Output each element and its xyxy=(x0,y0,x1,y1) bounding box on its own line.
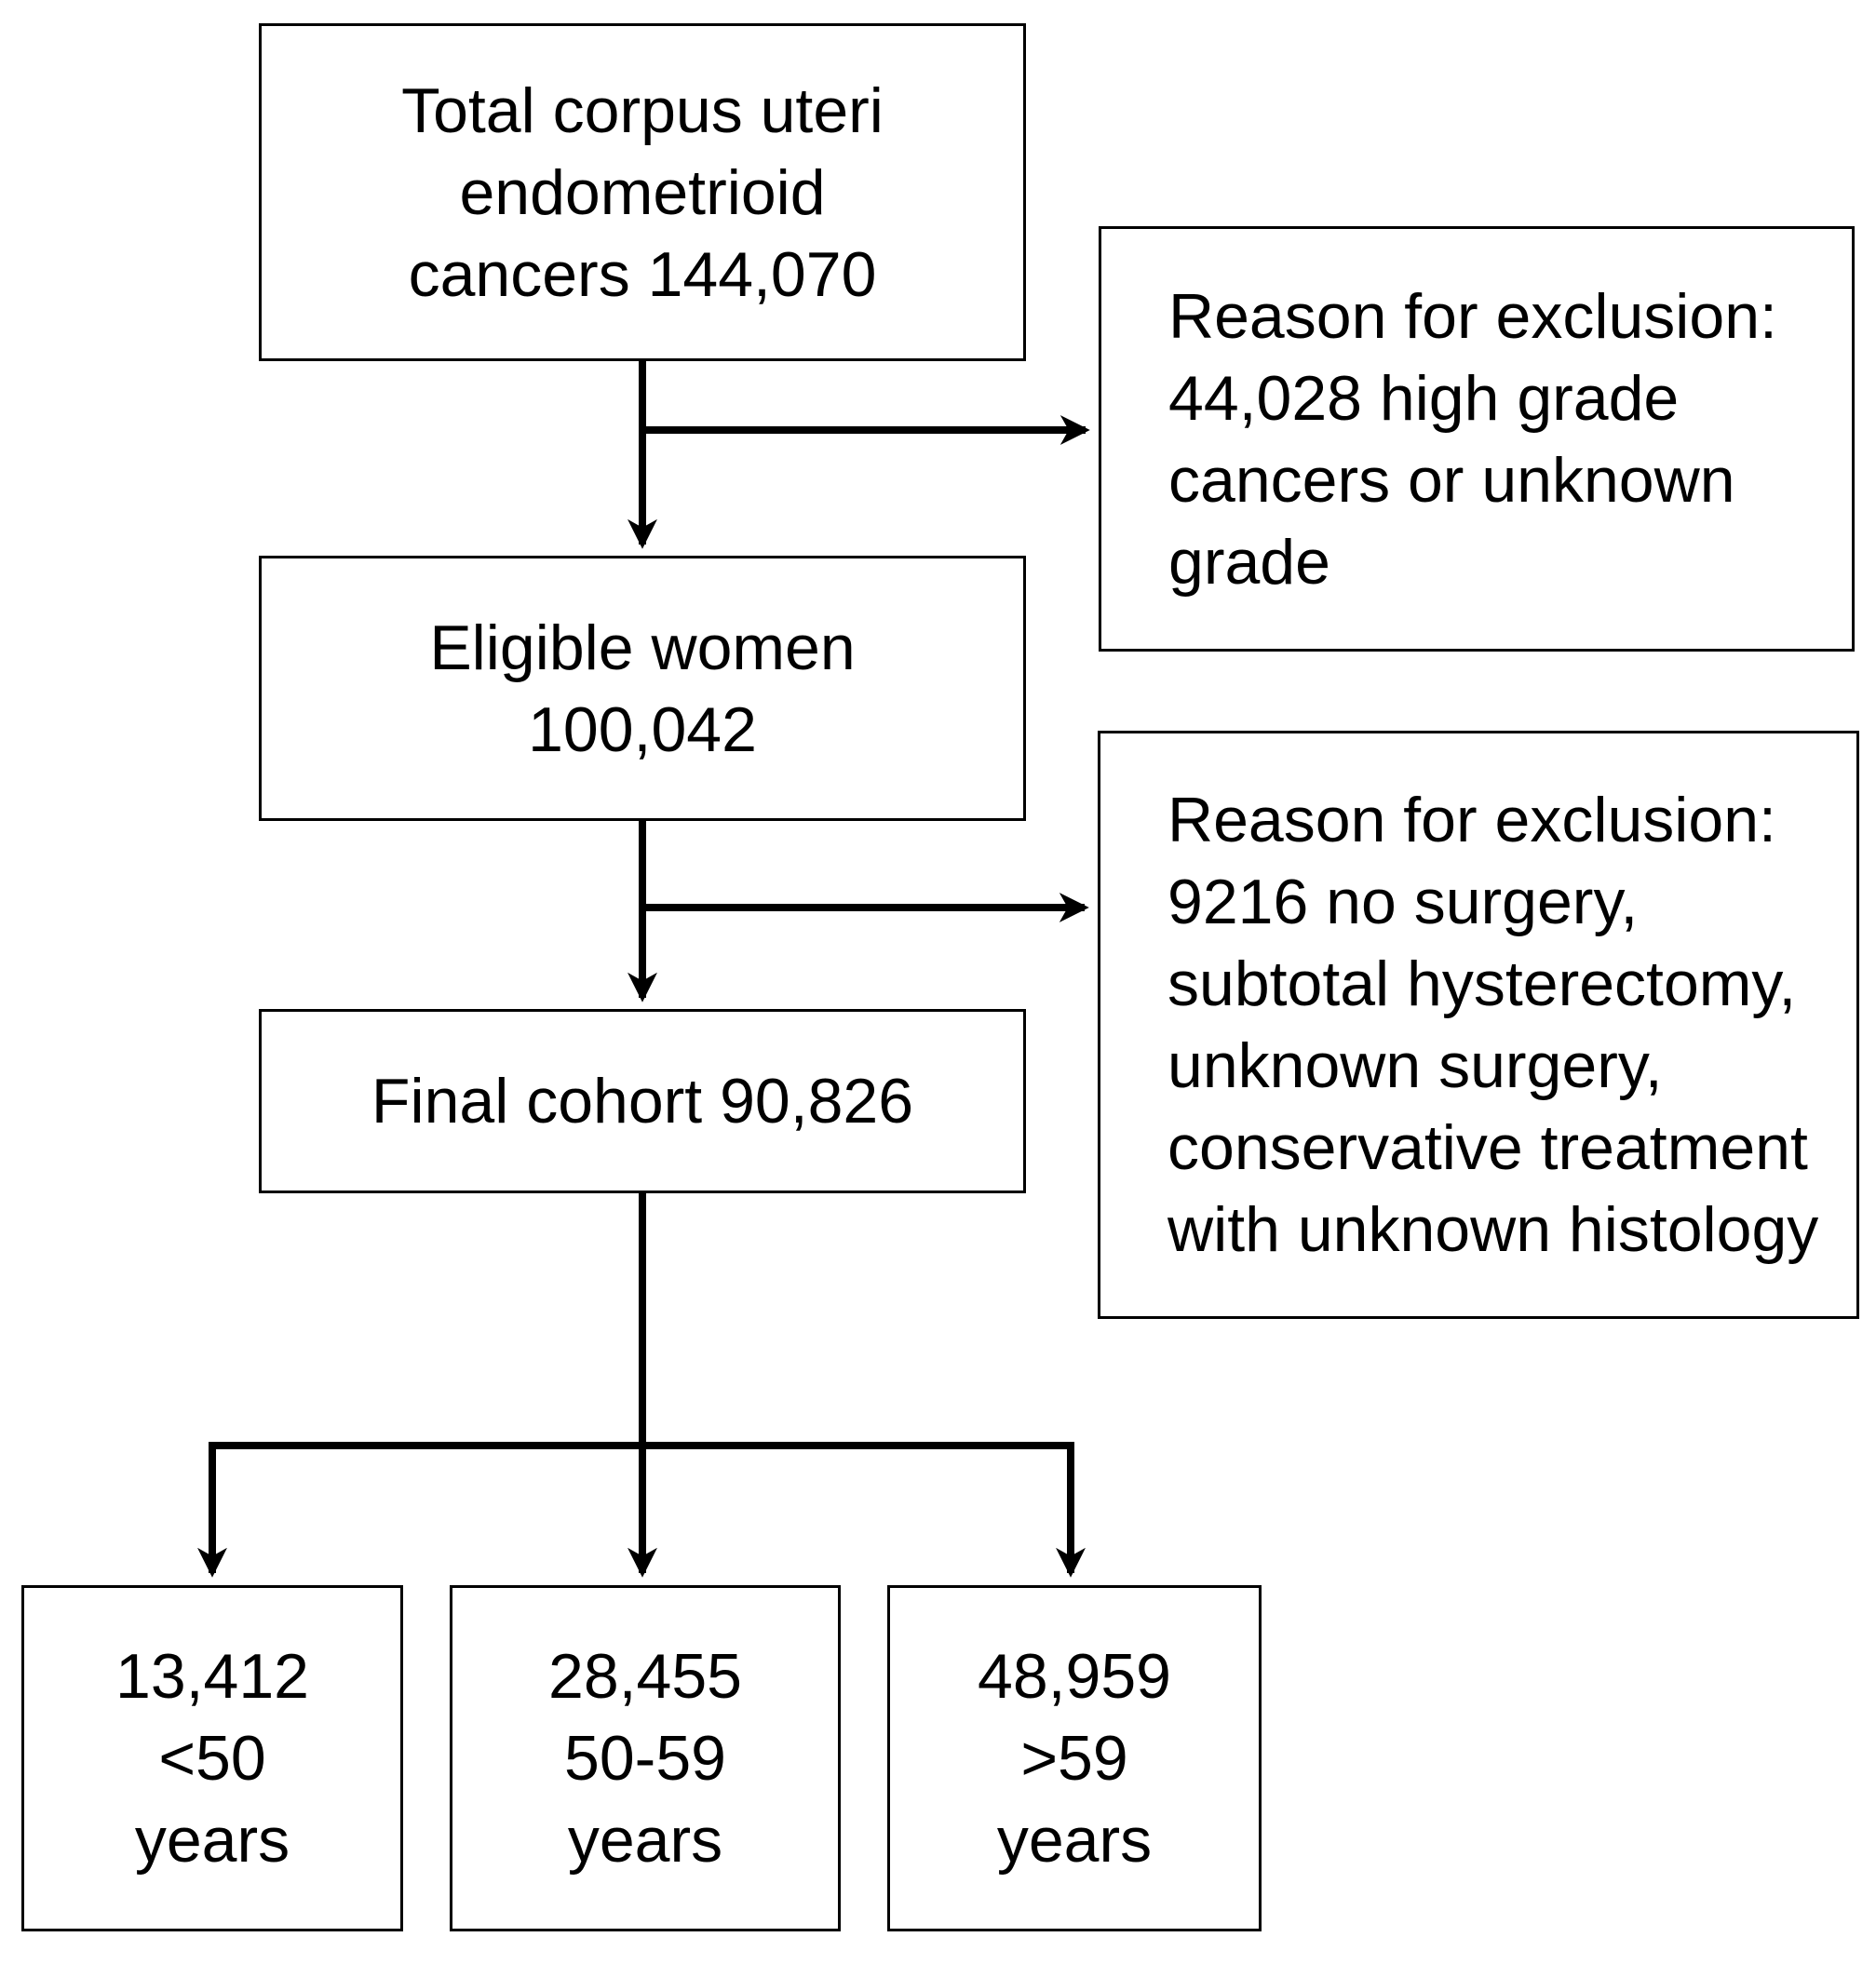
box-eligible-women: Eligible women 100,042 xyxy=(259,556,1026,821)
box-age-50-59-line: 50-59 xyxy=(564,1723,726,1794)
box-exclusion-high-grade: Reason for exclusion: 44,028 high grade … xyxy=(1099,226,1855,652)
box-exclusion-high-grade-line: cancers or unknown xyxy=(1168,444,1735,516)
box-age-50-59: 28,455 50-59 years xyxy=(450,1585,841,1931)
box-age-under-50-line: <50 xyxy=(158,1723,266,1794)
box-age-50-59-line: 28,455 xyxy=(548,1641,742,1712)
box-exclusion-surgery-line: unknown surgery, xyxy=(1167,1030,1663,1101)
box-total-cancers-line: cancers 144,070 xyxy=(408,238,877,310)
box-eligible-women-line: Eligible women xyxy=(429,612,856,683)
box-exclusion-surgery: Reason for exclusion: 9216 no surgery, s… xyxy=(1098,731,1859,1319)
box-exclusion-high-grade-line: grade xyxy=(1168,526,1330,598)
box-exclusion-surgery-line: Reason for exclusion: xyxy=(1167,785,1776,855)
box-exclusion-high-grade-line: Reason for exclusion: xyxy=(1168,280,1777,352)
box-total-cancers-line: endometrioid xyxy=(459,156,826,228)
box-age-over-59-line: >59 xyxy=(1020,1723,1128,1794)
box-age-under-50: 13,412 <50 years xyxy=(21,1585,403,1931)
box-age-over-59-line: years xyxy=(996,1805,1153,1876)
box-exclusion-surgery-line: with unknown histology xyxy=(1167,1194,1819,1265)
box-eligible-women-line: 100,042 xyxy=(528,693,757,765)
box-total-cancers-line: Total corpus uteri xyxy=(401,74,884,146)
box-final-cohort: Final cohort 90,826 xyxy=(259,1009,1026,1193)
box-final-cohort-line: Final cohort 90,826 xyxy=(371,1066,914,1137)
box-age-over-59: 48,959 >59 years xyxy=(887,1585,1262,1931)
box-age-under-50-line: years xyxy=(134,1805,290,1876)
box-total-cancers: Total corpus uteri endometrioid cancers … xyxy=(259,23,1026,361)
box-exclusion-high-grade-line: 44,028 high grade xyxy=(1168,362,1680,434)
box-age-over-59-line: 48,959 xyxy=(978,1641,1171,1712)
box-exclusion-surgery-line: subtotal hysterectomy, xyxy=(1167,948,1797,1019)
box-age-under-50-line: 13,412 xyxy=(115,1641,309,1712)
box-exclusion-surgery-line: 9216 no surgery, xyxy=(1167,867,1639,937)
box-age-50-59-line: years xyxy=(567,1805,723,1876)
box-exclusion-surgery-line: conservative treatment xyxy=(1167,1112,1808,1183)
